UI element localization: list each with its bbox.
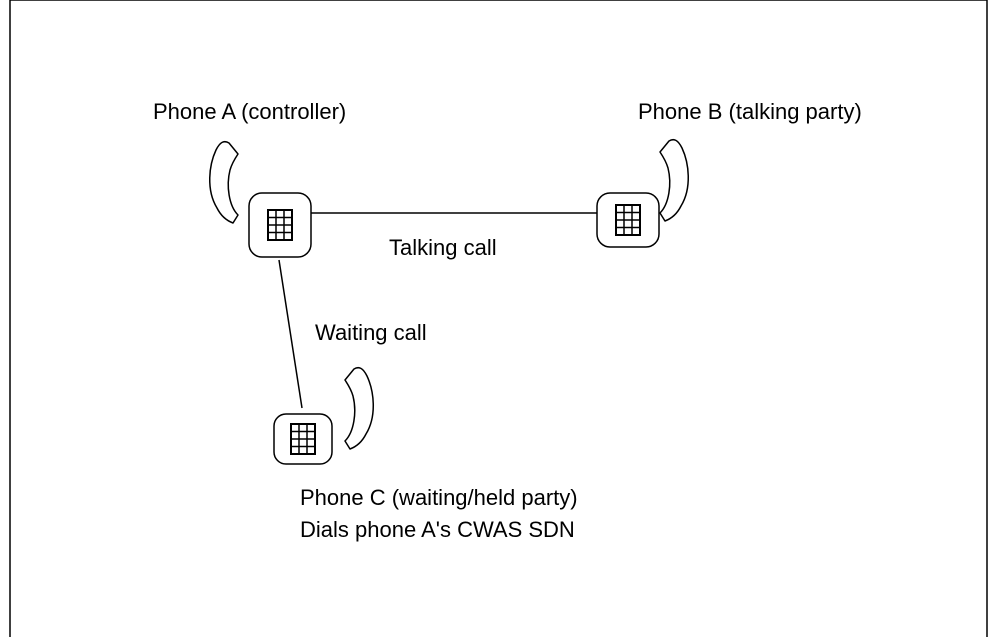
phone-b-handset bbox=[659, 138, 689, 222]
phone-a-icon bbox=[209, 140, 312, 258]
waiting-call-label: Waiting call bbox=[315, 320, 427, 345]
phone-b-icon bbox=[596, 138, 689, 248]
phone-a-label: Phone A (controller) bbox=[153, 99, 346, 124]
phone-c-icon bbox=[273, 366, 374, 465]
phone-c-handset bbox=[344, 366, 374, 450]
talking-call-label: Talking call bbox=[389, 235, 497, 260]
phone-c-sublabel: Dials phone A's CWAS SDN bbox=[300, 517, 575, 542]
waiting-call-line bbox=[278, 259, 303, 409]
phone-b-label: Phone B (talking party) bbox=[638, 99, 862, 124]
phone-c-label: Phone C (waiting/held party) bbox=[300, 485, 578, 510]
diagram-frame bbox=[9, 0, 988, 637]
phone-a-handset bbox=[209, 140, 239, 224]
